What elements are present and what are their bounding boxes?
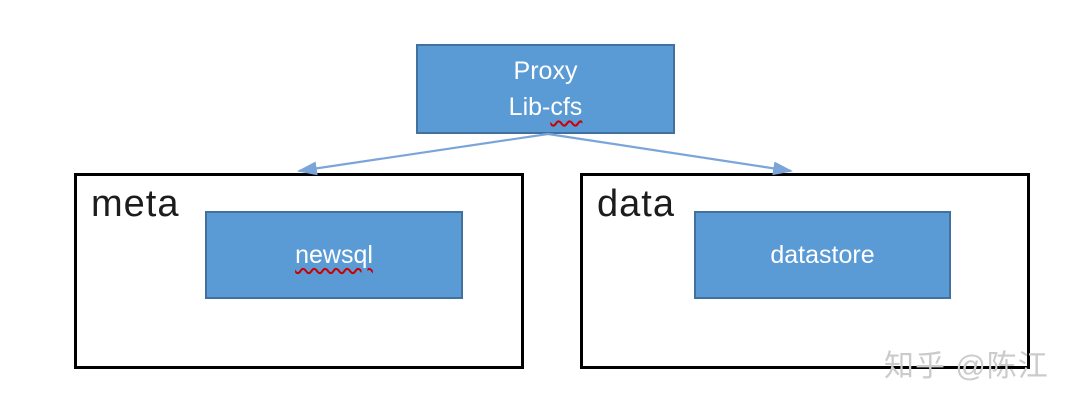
edge-proxy-to-data [547, 132, 793, 176]
newsql-node-label: newsql [295, 240, 373, 269]
meta-group-label: meta [91, 183, 180, 225]
datastore-node: datastore [694, 211, 951, 299]
proxy-node-line2-prefix: Lib- [508, 93, 551, 121]
data-group-box: data datastore [580, 173, 1030, 369]
datastore-node-label: datastore [770, 240, 875, 269]
meta-group-box: meta newsql [74, 173, 524, 369]
proxy-node-line1: Proxy [513, 57, 578, 85]
proxy-node: Proxy Lib-cfs [416, 44, 675, 134]
newsql-node: newsql [205, 211, 463, 299]
proxy-node-line2: Lib-cfs [509, 89, 583, 125]
zhihu-watermark: 知乎 @陈江 [884, 350, 1049, 383]
proxy-node-line2-misspelled: cfs [550, 93, 583, 121]
edge-proxy-to-meta [297, 132, 549, 176]
data-group-label: data [597, 183, 675, 225]
